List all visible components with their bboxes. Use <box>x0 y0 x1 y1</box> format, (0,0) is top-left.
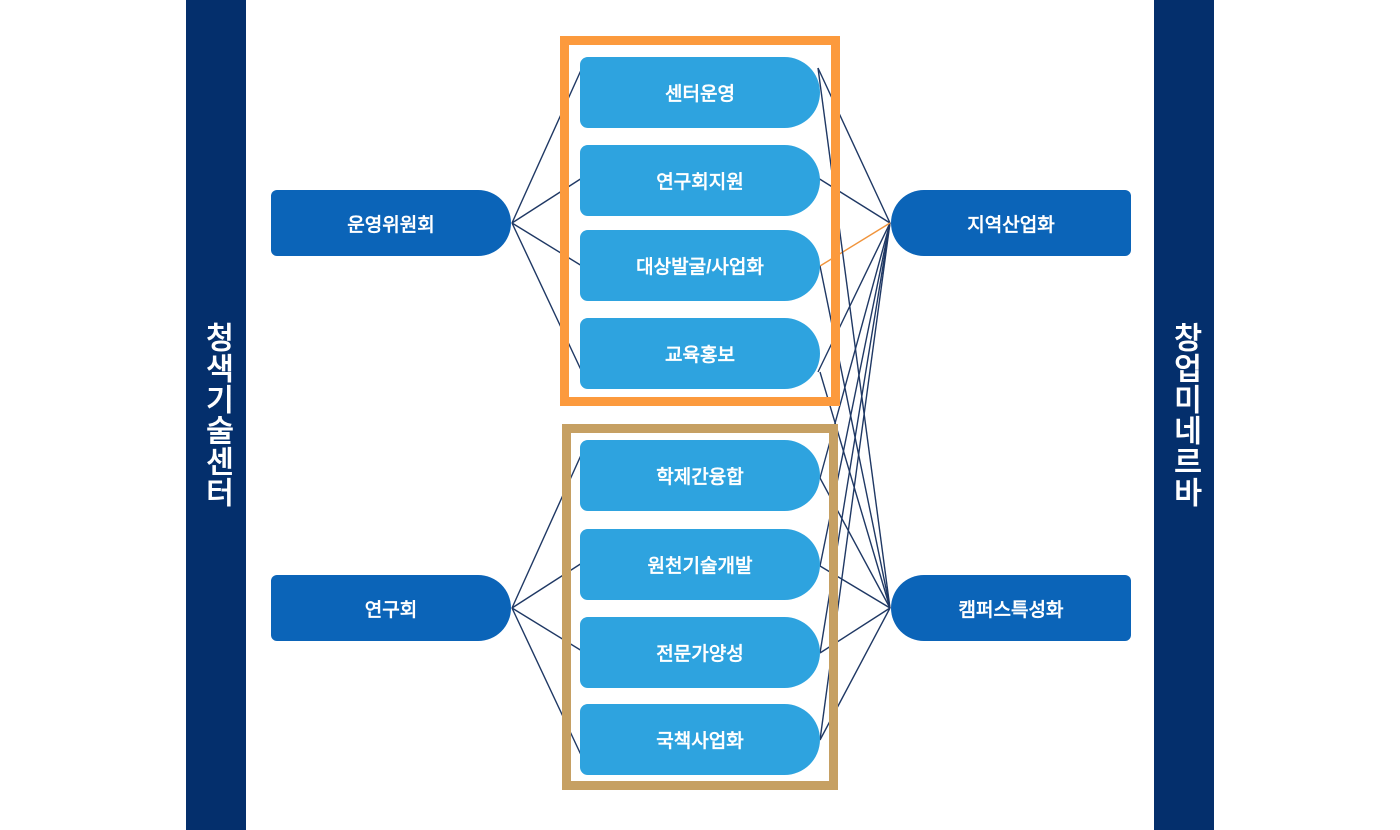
node-core-technology-development-label: 원천기술개발 <box>647 556 753 577</box>
node-campus-specialization[interactable]: 캠퍼스특성화 <box>891 575 1131 641</box>
line-education-promotion-to-campus <box>819 371 891 609</box>
side-bar-right-label: 창업미네르바 <box>1168 322 1201 508</box>
line-committee-to-research-support <box>511 177 583 224</box>
node-regional-industrialization-label: 지역산업화 <box>967 214 1055 236</box>
node-interdisciplinary-convergence-label: 학제간융합 <box>656 467 744 488</box>
node-research-support-label: 연구회지원 <box>656 172 744 193</box>
node-expert-training-label: 전문가양성 <box>656 644 744 665</box>
line-committee-to-center-operation <box>511 67 583 224</box>
node-education-promotion-label: 교육홍보 <box>665 345 735 366</box>
node-research-support[interactable]: 연구회지원 <box>580 145 820 216</box>
line-center-operation-to-campus <box>817 67 891 609</box>
node-target-discovery-label: 대상발굴/사업화 <box>636 257 764 278</box>
node-campus-specialization-label: 캠퍼스특성화 <box>958 599 1064 621</box>
node-operations-committee-label: 운영위원회 <box>347 214 435 236</box>
node-regional-industrialization[interactable]: 지역산업화 <box>891 190 1131 256</box>
line-research-support-to-regional <box>817 177 891 224</box>
node-national-project[interactable]: 국책사업화 <box>580 704 820 775</box>
node-national-project-label: 국책사업화 <box>656 731 744 752</box>
node-target-discovery[interactable]: 대상발굴/사업화 <box>580 230 820 301</box>
node-research-society[interactable]: 연구회 <box>271 575 511 641</box>
node-core-technology-development[interactable]: 원천기술개발 <box>580 529 820 600</box>
line-center-operation-to-regional <box>817 67 891 224</box>
group-frame-operations <box>560 36 840 406</box>
node-interdisciplinary-convergence[interactable]: 학제간융합 <box>580 440 820 511</box>
group-frame-research <box>562 424 838 790</box>
line-education-promotion-to-regional <box>817 222 891 373</box>
line-committee-to-education-promotion <box>511 222 583 373</box>
node-education-promotion[interactable]: 교육홍보 <box>580 318 820 389</box>
node-center-operation-label: 센터운영 <box>665 84 735 105</box>
line-committee-to-target-discovery <box>511 222 583 267</box>
side-bar-right: 창업미네르바 <box>1154 0 1214 830</box>
side-bar-left-label: 청색기술센터 <box>200 322 233 508</box>
side-bar-left: 청색기술센터 <box>186 0 246 830</box>
node-research-society-label: 연구회 <box>364 599 418 621</box>
node-expert-training[interactable]: 전문가양성 <box>580 617 820 688</box>
node-operations-committee[interactable]: 운영위원회 <box>271 190 511 256</box>
connector-group-operations-left <box>511 67 583 373</box>
node-center-operation[interactable]: 센터운영 <box>580 57 820 128</box>
